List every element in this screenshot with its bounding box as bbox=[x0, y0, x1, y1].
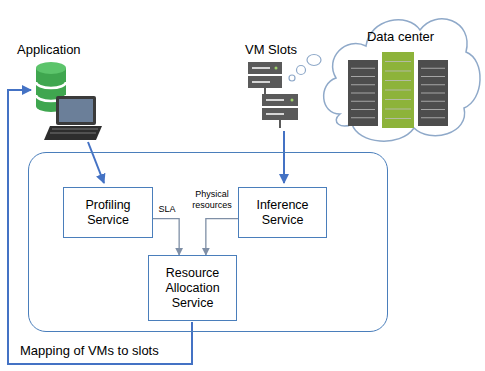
flow-arrow bbox=[283, 131, 285, 183]
caption-label: Mapping of VMs to slots bbox=[20, 343, 159, 359]
process-box: Profiling Service bbox=[63, 187, 153, 238]
thought-bubble bbox=[289, 55, 321, 82]
edge-label: Physical resources bbox=[188, 189, 236, 211]
process-box: Inference Service bbox=[238, 187, 327, 238]
caption-label: VM Slots bbox=[245, 42, 297, 58]
server-rack bbox=[348, 52, 448, 128]
laptop-icon bbox=[44, 96, 102, 140]
edge-label: SLA bbox=[155, 204, 179, 215]
box-label: Profiling Service bbox=[67, 198, 149, 228]
system-boundary: Profiling Service Inference ServiceResour… bbox=[28, 152, 388, 332]
process-box: Resource Allocation Service bbox=[148, 255, 237, 321]
cloud-outline bbox=[318, 2, 483, 144]
caption-label: Application bbox=[17, 42, 81, 58]
connector-arrow bbox=[206, 219, 238, 255]
cloud-label: Data center bbox=[318, 29, 483, 45]
feedback-arrow bbox=[8, 90, 192, 364]
box-label: Inference Service bbox=[242, 198, 323, 228]
server-icon bbox=[248, 62, 298, 128]
flow-arrow bbox=[88, 142, 104, 183]
box-label: Resource Allocation Service bbox=[152, 266, 233, 311]
cloud-shape: Data center bbox=[318, 2, 483, 144]
connector-arrow bbox=[153, 219, 179, 255]
